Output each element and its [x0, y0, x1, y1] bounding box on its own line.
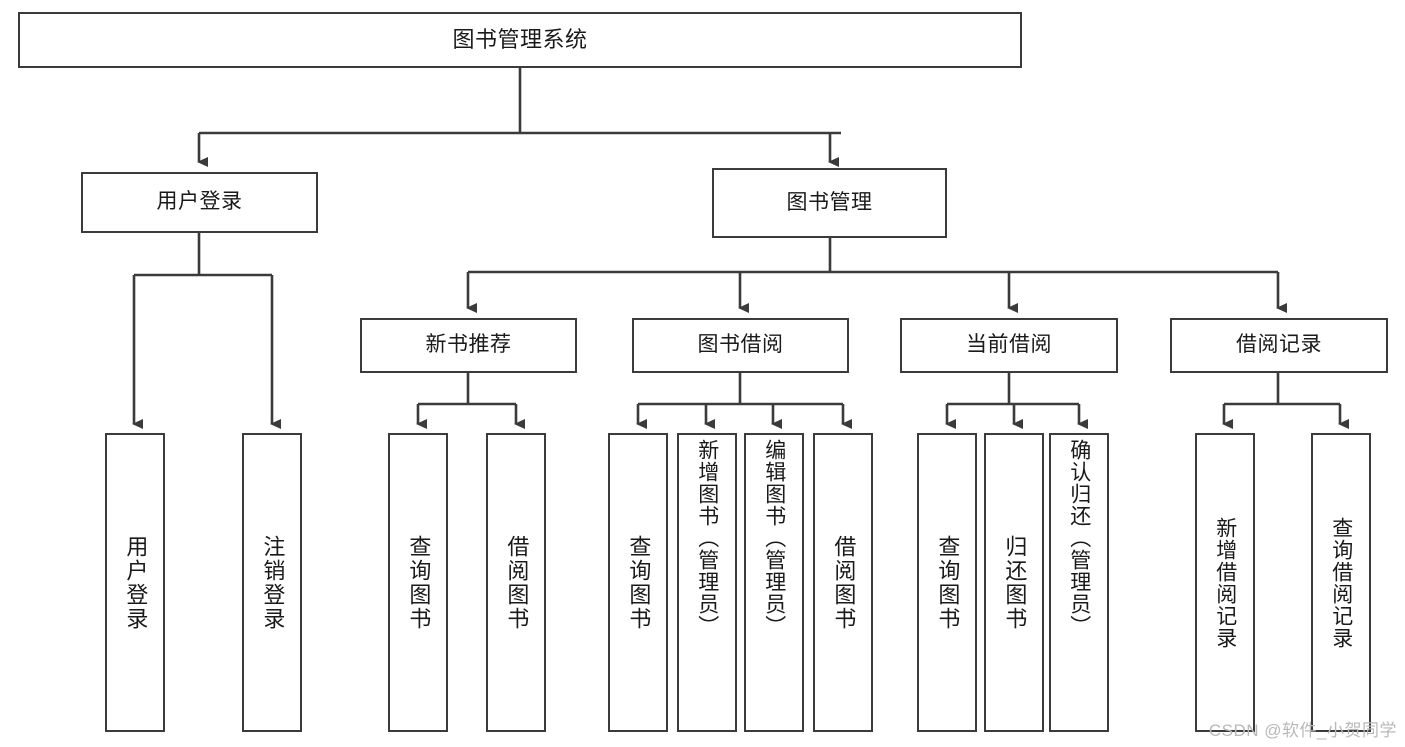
node-label: 图书借阅 [697, 333, 784, 357]
node-label: 归还图书 [1002, 534, 1028, 631]
node-label: 新增借阅记录 [1213, 516, 1237, 649]
leaf-query-borrow-record[interactable]: 查询借阅记录 [1311, 433, 1371, 732]
leaf-user-login[interactable]: 用户登录 [105, 433, 165, 732]
node-label: 借阅图书 [831, 534, 857, 631]
leaf-query-book-new-book[interactable]: 查询图书 [388, 433, 448, 732]
node-label: 确认归还（管理员） [1067, 439, 1091, 637]
node-label: 新书推荐 [425, 333, 512, 357]
leaf-add-book-admin[interactable]: 新增图书（管理员） [677, 433, 737, 732]
node-new-book-recommendation[interactable]: 新书推荐 [360, 318, 577, 373]
node-book-management[interactable]: 图书管理 [712, 168, 947, 238]
node-label: 图书管理系统 [452, 27, 588, 53]
node-label: 查询图书 [626, 534, 652, 631]
node-user-login[interactable]: 用户登录 [81, 172, 318, 233]
node-label: 编辑图书（管理员） [762, 439, 786, 637]
leaf-borrow-book-borrow[interactable]: 借阅图书 [813, 433, 873, 732]
node-label: 查询图书 [935, 534, 961, 631]
node-label: 查询借阅记录 [1329, 516, 1353, 649]
csdn-watermark: CSDN @软件_小贺同学 [1208, 721, 1397, 740]
leaf-borrow-book-new-book[interactable]: 借阅图书 [486, 433, 546, 732]
node-label: 图书管理 [786, 190, 873, 214]
node-label: 用户登录 [156, 190, 243, 214]
leaf-logout-login[interactable]: 注销登录 [242, 433, 302, 732]
node-book-borrowing[interactable]: 图书借阅 [632, 318, 849, 373]
leaf-query-book-borrow[interactable]: 查询图书 [608, 433, 668, 732]
node-label: 借阅图书 [504, 534, 530, 631]
node-label: 用户登录 [123, 534, 149, 631]
leaf-add-borrow-record[interactable]: 新增借阅记录 [1195, 433, 1255, 732]
node-root-book-management-system[interactable]: 图书管理系统 [18, 12, 1022, 68]
leaf-query-book-current[interactable]: 查询图书 [917, 433, 977, 732]
node-label: 查询图书 [406, 534, 432, 631]
node-label: 新增图书（管理员） [695, 439, 719, 637]
leaf-confirm-return-admin[interactable]: 确认归还（管理员） [1049, 433, 1109, 732]
node-borrowing-record[interactable]: 借阅记录 [1170, 318, 1388, 373]
node-label: 借阅记录 [1236, 333, 1322, 357]
node-current-borrowing[interactable]: 当前借阅 [900, 318, 1118, 373]
leaf-edit-book-admin[interactable]: 编辑图书（管理员） [744, 433, 804, 732]
node-label: 当前借阅 [966, 333, 1052, 357]
leaf-return-book[interactable]: 归还图书 [984, 433, 1044, 732]
node-label: 注销登录 [260, 534, 286, 631]
